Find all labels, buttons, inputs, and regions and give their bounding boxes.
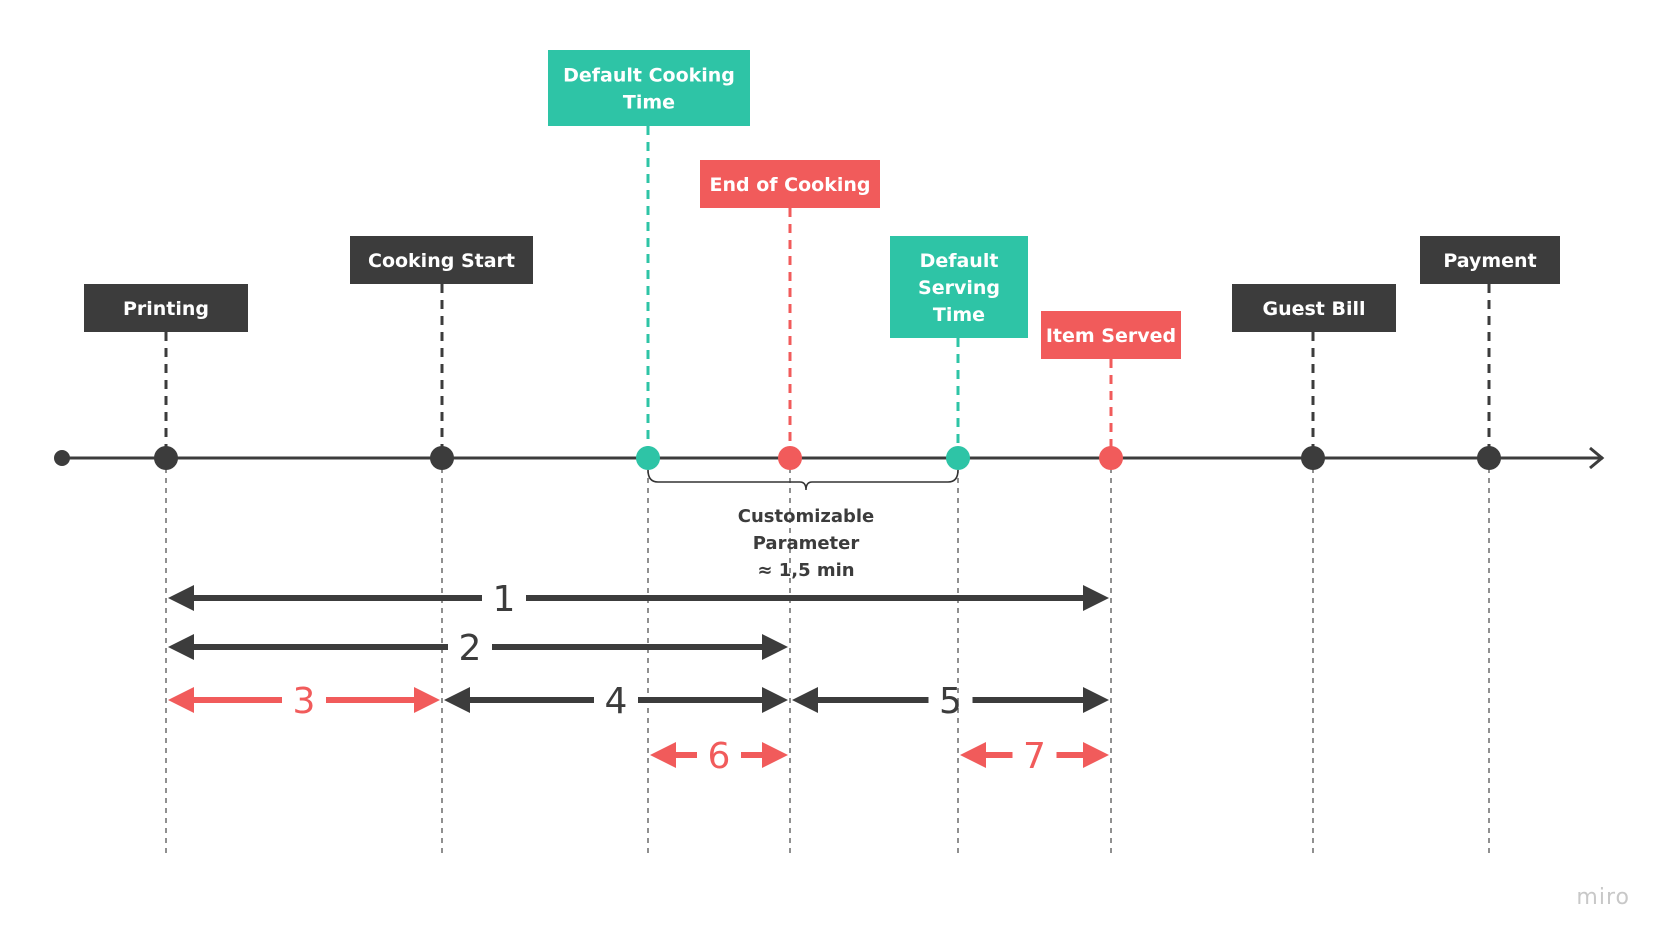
printing-marker <box>154 446 178 470</box>
interval-number-label: 7 <box>1023 736 1046 777</box>
interval-arrowhead-left <box>444 687 470 713</box>
item-served-label-box <box>1041 311 1181 359</box>
interval-arrow-5: 5 <box>792 681 1109 722</box>
default-cooking-time-marker <box>636 446 660 470</box>
brace-shape <box>647 469 959 491</box>
default-serving-time-label-box <box>890 236 1028 338</box>
default-serving-time-marker <box>946 446 970 470</box>
interval-arrowhead-right <box>1083 585 1109 611</box>
interval-arrowhead-right <box>762 742 788 768</box>
interval-number-label: 3 <box>293 681 316 722</box>
timeline-axis <box>54 446 1605 470</box>
interval-arrow-4: 4 <box>444 681 788 722</box>
interval-arrow-3: 3 <box>168 681 440 722</box>
end-of-cooking-label-box <box>700 160 880 208</box>
cooking-start-label: Cooking Start <box>350 236 533 284</box>
interval-arrowhead-right <box>1083 742 1109 768</box>
interval-arrowhead-left <box>168 634 194 660</box>
guide-lines <box>165 458 1490 855</box>
interval-number-label: 2 <box>459 628 482 669</box>
interval-arrows: 12 3 4 5 6 7 <box>168 579 1109 777</box>
interval-number-label: 1 <box>493 579 516 620</box>
default-serving-time-label-text: Time <box>933 304 985 326</box>
interval-arrowhead-right <box>414 687 440 713</box>
miro-watermark: miro <box>1576 885 1630 910</box>
payment-label-box <box>1420 236 1560 284</box>
timeline-arrowhead <box>1589 446 1605 470</box>
default-cooking-time-label-text: Default Cooking <box>563 65 735 87</box>
interval-number-label: 6 <box>708 736 731 777</box>
guest-bill-label-box <box>1232 284 1396 332</box>
interval-arrowhead-left <box>960 742 986 768</box>
default-serving-time-label-text: Default <box>920 250 999 272</box>
interval-arrowhead-left <box>792 687 818 713</box>
interval-arrow-7: 7 <box>960 736 1109 777</box>
payment-label-text: Payment <box>1443 250 1536 272</box>
default-cooking-time-label-box <box>548 50 750 126</box>
cooking-start-marker <box>430 446 454 470</box>
brace-note-text: ≈ 1,5 min <box>757 560 854 581</box>
default-cooking-time-label-text: Time <box>623 92 675 114</box>
label-connectors <box>164 126 1491 458</box>
interval-arrowhead-left <box>168 585 194 611</box>
interval-number-label: 5 <box>939 681 962 722</box>
printing-label-box <box>84 284 248 332</box>
item-served-marker <box>1099 446 1123 470</box>
item-served-label: Item Served <box>1041 311 1181 359</box>
interval-arrowhead-left <box>168 687 194 713</box>
interval-arrowhead-right <box>762 687 788 713</box>
brace-note-text: Customizable <box>738 506 875 527</box>
interval-arrowhead-right <box>762 634 788 660</box>
guest-bill-label: Guest Bill <box>1232 284 1396 332</box>
event-labels: Printing Cooking Start Default CookingTime… <box>84 50 1560 359</box>
guest-bill-marker <box>1301 446 1325 470</box>
printing-label: Printing <box>84 284 248 332</box>
interval-number-label: 4 <box>605 681 628 722</box>
end-of-cooking-label-text: End of Cooking <box>710 174 871 196</box>
cooking-start-label-text: Cooking Start <box>368 250 515 272</box>
timeline-start-dot <box>54 450 70 466</box>
payment-marker <box>1477 446 1501 470</box>
interval-arrowhead-right <box>1083 687 1109 713</box>
end-of-cooking-label: End of Cooking <box>700 160 880 208</box>
printing-label-text: Printing <box>123 298 209 320</box>
end-of-cooking-marker <box>778 446 802 470</box>
cooking-start-label-box <box>350 236 533 284</box>
payment-label: Payment <box>1420 236 1560 284</box>
interval-arrow-2: 2 <box>168 628 788 669</box>
item-served-label-text: Item Served <box>1046 325 1176 347</box>
guest-bill-label-text: Guest Bill <box>1262 298 1365 320</box>
brace-note-text: Parameter <box>753 533 860 554</box>
interval-arrow-6: 6 <box>650 736 788 777</box>
interval-arrowhead-left <box>650 742 676 768</box>
interval-arrow-1: 1 <box>168 579 1109 620</box>
default-serving-time-label-text: Serving <box>918 277 1000 299</box>
